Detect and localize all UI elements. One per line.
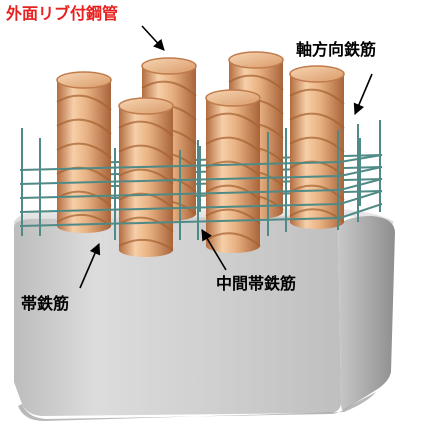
steel-pipe-pile xyxy=(205,89,261,253)
axial-bar-label: 軸方向鉄筋 xyxy=(296,40,377,59)
hoop-bar-label: 帯鉄筋 xyxy=(21,294,70,313)
concrete-footing xyxy=(14,208,395,421)
intermediate-hoop-label: 中間帯鉄筋 xyxy=(216,274,297,293)
leader-arrows xyxy=(79,25,373,289)
steel-pipe-pile xyxy=(118,97,174,257)
pile-label: 外面リブ付鋼管 xyxy=(6,4,119,23)
rebar-cage-front xyxy=(19,120,383,240)
steel-pipe-pile xyxy=(56,71,112,233)
